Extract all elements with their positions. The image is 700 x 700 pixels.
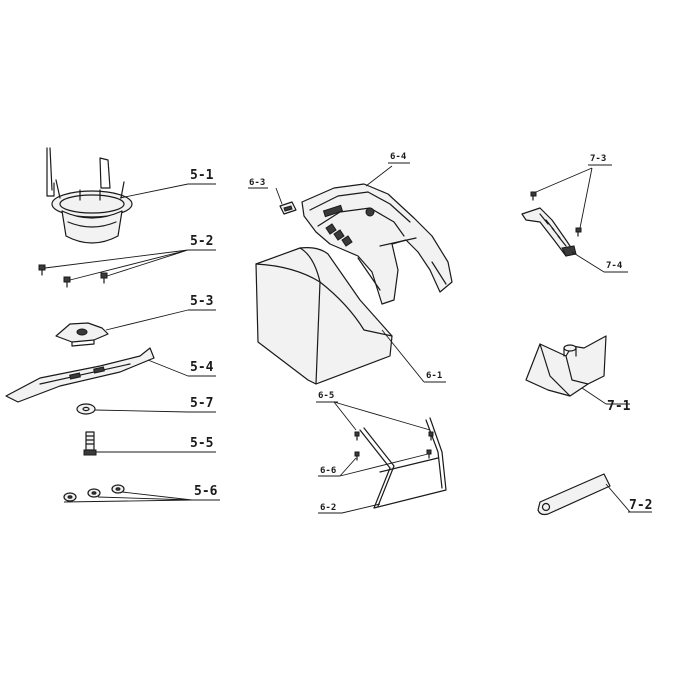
leader-6-4	[365, 165, 393, 187]
label-5-7: 5-7	[190, 396, 213, 411]
leader-7-1	[581, 387, 607, 405]
label-6-6: 6-6	[320, 466, 336, 476]
pin-icon	[354, 431, 360, 441]
leader-5-7	[94, 409, 189, 413]
leader-5-6	[63, 491, 193, 503]
part-5-1-blade-adapter	[46, 147, 133, 244]
label-6-3: 6-3	[249, 178, 265, 188]
leader-5-2	[44, 249, 189, 281]
label-5-6: 5-6	[194, 484, 218, 499]
part-5-2-screws	[38, 264, 108, 288]
part-6-6-fasteners	[354, 449, 432, 461]
leader-6-5	[333, 401, 431, 431]
screw-icon	[63, 276, 71, 288]
part-5-3-blade-holder	[55, 322, 109, 347]
pin-icon	[426, 449, 432, 459]
label-5-1: 5-1	[190, 168, 214, 183]
label-7-1: 7-1	[607, 399, 631, 414]
part-5-7-washer	[76, 403, 96, 415]
part-5-4-blade	[5, 347, 155, 403]
label-6-1: 6-1	[426, 371, 442, 381]
label-5-3: 5-3	[190, 294, 213, 309]
label-6-2: 6-2	[320, 503, 336, 513]
leader-5-4	[147, 359, 189, 377]
label-7-2: 7-2	[629, 498, 652, 513]
leader-6-6	[339, 453, 429, 477]
screw-icon	[575, 227, 582, 237]
part-6-4-housing	[301, 183, 453, 305]
leader-6-2	[341, 503, 381, 514]
label-5-2: 5-2	[190, 234, 213, 249]
part-7-2-tool	[537, 473, 611, 516]
part-6-5-fasteners	[354, 431, 434, 441]
pin-icon	[354, 451, 360, 461]
label-5-5: 5-5	[190, 436, 213, 451]
screw-icon	[38, 264, 46, 276]
leader-7-4	[571, 251, 605, 273]
part-6-1-grass-bag	[255, 247, 393, 385]
part-7-3-screws	[530, 191, 582, 237]
leader-6-3	[275, 187, 283, 205]
label-7-4: 7-4	[606, 261, 623, 271]
screw-icon	[530, 191, 537, 201]
nut-icon	[63, 492, 77, 502]
part-7-1-deflector	[525, 335, 607, 397]
label-6-4: 6-4	[390, 152, 407, 162]
part-6-3-clip	[279, 201, 297, 215]
screw-icon	[100, 272, 108, 284]
nut-icon	[111, 484, 125, 494]
part-5-6-nuts	[63, 484, 125, 502]
part-6-2-bag-frame	[359, 417, 447, 509]
leader-5-1	[119, 183, 189, 199]
nut-icon	[87, 488, 101, 498]
label-7-3: 7-3	[590, 154, 606, 164]
leader-7-2	[605, 483, 631, 513]
leader-7-3	[535, 167, 593, 229]
pin-icon	[428, 431, 434, 441]
leader-6-1	[381, 329, 425, 383]
label-6-5: 6-5	[318, 391, 334, 401]
part-5-5-bolt	[83, 431, 97, 456]
label-5-4: 5-4	[190, 360, 214, 375]
part-7-4-handle	[521, 207, 577, 257]
leader-5-3	[105, 309, 189, 331]
